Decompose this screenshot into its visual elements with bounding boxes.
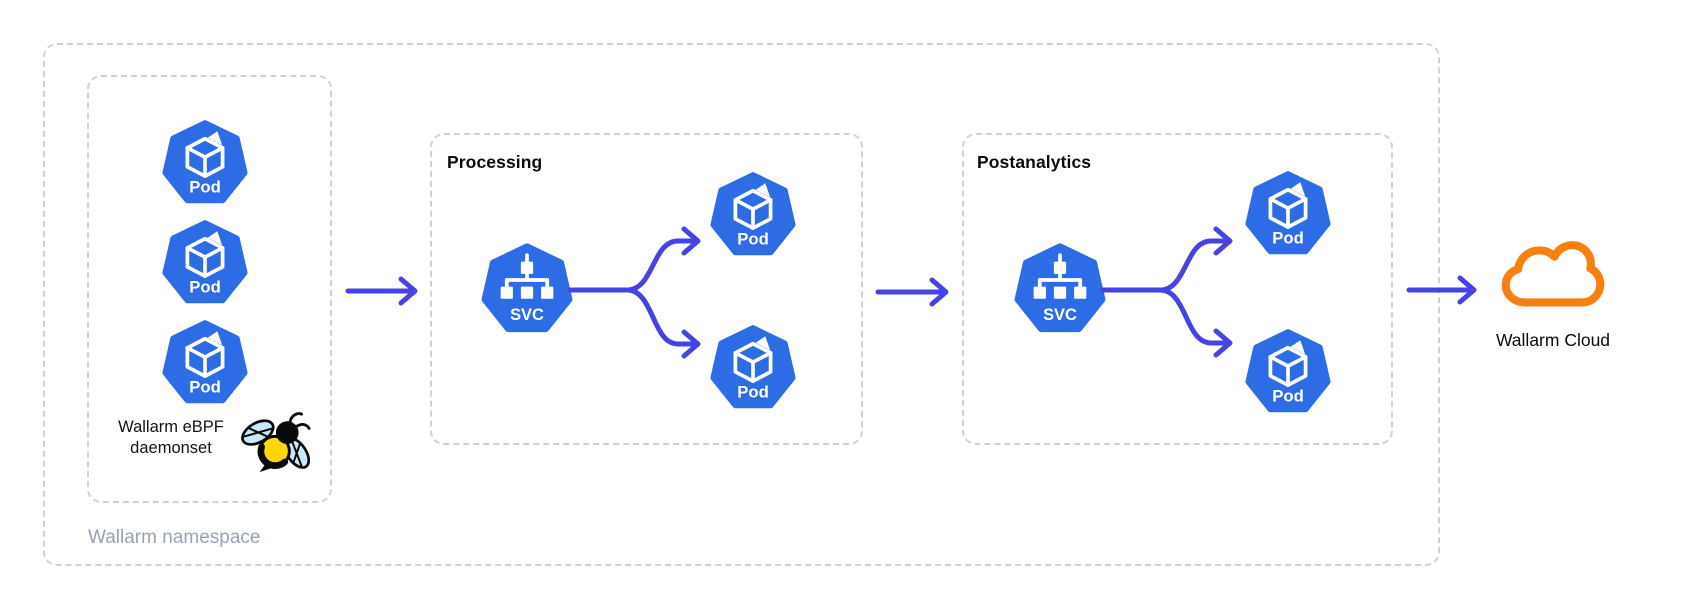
daemonset-box: [87, 75, 332, 503]
pod-node-label: Pod: [189, 377, 221, 396]
wallarm-namespace-box: [43, 43, 1440, 566]
daemonset-caption-line2: daemonset: [130, 438, 212, 457]
wallarm-cloud-label: Wallarm Cloud: [1495, 330, 1611, 350]
processing-title: Processing: [447, 152, 543, 172]
pod-node-label: Pod: [189, 177, 221, 196]
pod-node-label: Pod: [1272, 228, 1304, 247]
daemonset-pod-node-3: Pod: [161, 318, 249, 406]
ebpf-bee-icon: [241, 412, 311, 473]
postanalytics-pod-node-1: Pod: [1244, 169, 1332, 257]
daemonset-pod-node-1: Pod: [161, 118, 249, 206]
processing-box: [430, 133, 863, 445]
svc-node-label: SVC: [510, 306, 544, 324]
postanalytics-pod-node-2: Pod: [1244, 327, 1332, 415]
postanalytics-svc-node: SVC: [1013, 241, 1107, 335]
pod-node-label: Pod: [737, 229, 769, 248]
pod-node-label: Pod: [1272, 386, 1304, 405]
svc-node-label: SVC: [1043, 306, 1077, 324]
postanalytics-title: Postanalytics: [977, 152, 1092, 172]
wallarm-namespace-label: Wallarm namespace: [88, 527, 261, 548]
postanalytics-box: [962, 133, 1393, 445]
processing-svc-node: SVC: [480, 241, 574, 335]
daemonset-caption-line1: Wallarm eBPF: [118, 418, 224, 436]
pod-node-label: Pod: [189, 277, 221, 296]
processing-pod-node-2: Pod: [709, 323, 797, 411]
wallarm-cloud-icon: [1501, 241, 1605, 307]
pod-node-label: Pod: [737, 382, 769, 401]
processing-pod-node-1: Pod: [709, 170, 797, 258]
daemonset-pod-node-2: Pod: [161, 218, 249, 306]
daemonset-caption: Wallarm eBPF daemonset: [91, 417, 251, 458]
